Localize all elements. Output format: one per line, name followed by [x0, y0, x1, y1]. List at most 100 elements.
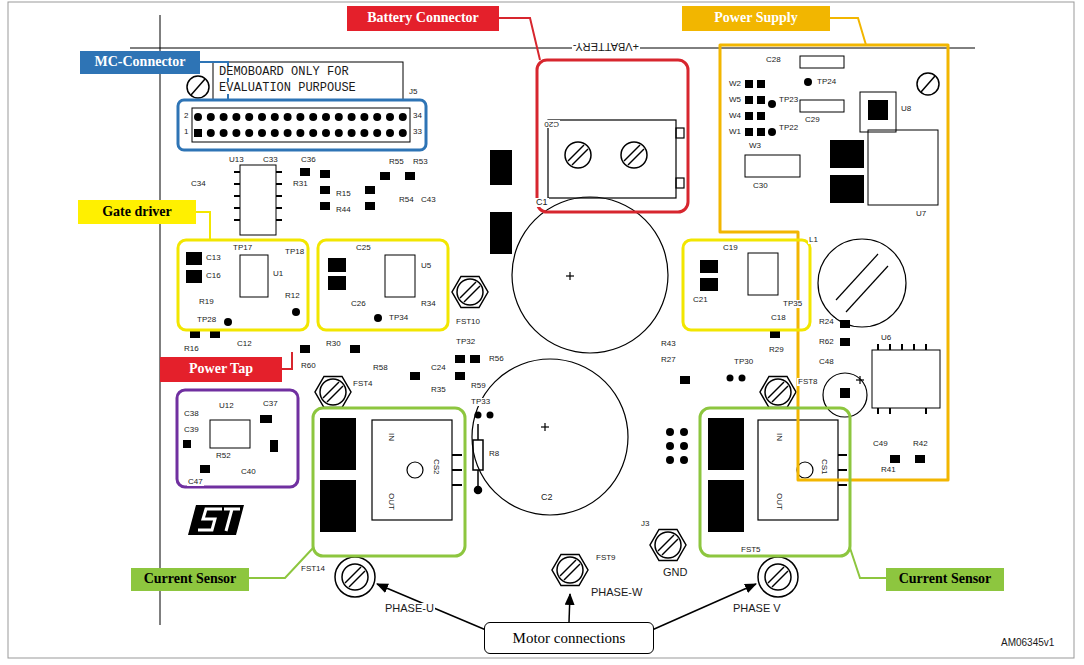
region-outline: [683, 240, 810, 330]
current-sensor-part: [320, 418, 847, 532]
part-name: J3: [640, 520, 650, 528]
power-parts: [830, 175, 864, 203]
ic-outline: [800, 100, 844, 112]
test-point: [680, 456, 688, 464]
battery-connector-body: [548, 120, 676, 198]
part-name: U7: [915, 210, 927, 218]
current-sensor-part: [320, 480, 356, 532]
part-name: 2: [183, 112, 189, 120]
part-name: C37: [262, 400, 279, 408]
ic-pins: [276, 171, 282, 173]
capacitor-pad: [840, 388, 850, 398]
part-name: C12: [236, 340, 253, 348]
callout-text: Power Supply: [714, 10, 797, 25]
test-point: [666, 428, 674, 436]
part-name: C47: [187, 478, 204, 486]
part-name: C16: [205, 272, 222, 280]
ic-pins: [234, 171, 240, 173]
pin-header: [220, 113, 228, 121]
current-sensor-part: [452, 484, 462, 486]
smd-parts: [365, 186, 375, 194]
ic-pins: [234, 219, 240, 221]
part-name: R55: [388, 158, 405, 166]
pin-header: [232, 113, 240, 121]
ic-pins: [234, 207, 240, 209]
power-parts: [757, 80, 765, 88]
ic-pins: [234, 195, 240, 197]
electrolytic-capacitor: [544, 423, 545, 431]
mounting-hole: [191, 79, 205, 95]
pin-header: [386, 129, 394, 137]
power-parts: [745, 80, 753, 88]
part-name: R27: [660, 356, 677, 364]
pin-header: [194, 113, 407, 137]
part-name: 1: [183, 128, 189, 136]
callout-tag: Gate driver: [78, 200, 196, 224]
region-outline: [720, 45, 948, 480]
part-name: R24: [818, 318, 835, 326]
pin-header: [399, 113, 407, 121]
current-sensor-part: [407, 462, 423, 478]
inductor: [818, 239, 906, 327]
smd-parts: [470, 355, 480, 363]
pin-header: [271, 113, 279, 121]
terminal-label: PHASE-U: [384, 603, 435, 614]
callout-text: Current Sensor: [144, 571, 237, 586]
part-name: C39: [183, 426, 200, 434]
part-name: C48: [818, 358, 835, 366]
smd-parts: [200, 465, 210, 473]
callout-text: Power Tap: [189, 361, 253, 376]
region-outline: [313, 408, 465, 556]
leader-line: [196, 212, 210, 240]
part-name: U1: [272, 270, 284, 278]
part-name: W1: [728, 128, 742, 136]
terminal-label: PHASE-W: [590, 587, 643, 598]
part-name: TP30: [733, 358, 754, 366]
ic-pins: [276, 219, 282, 221]
part-name: TP22: [778, 124, 799, 132]
part-name: TP24: [816, 78, 837, 86]
electrolytic-capacitor: [859, 376, 860, 384]
smd-parts: [320, 186, 330, 194]
smd-parts: [186, 252, 202, 265]
ic-outline: [872, 350, 940, 408]
region-outline: [177, 390, 298, 487]
smd-parts: [270, 440, 278, 452]
pin-header: [296, 129, 304, 137]
ic-pins: [925, 344, 927, 350]
callout-tag: MC-Connector: [80, 51, 200, 74]
inductor: [818, 239, 906, 327]
smd-parts: [300, 345, 310, 353]
test-point: [292, 308, 300, 316]
part-name: R43: [660, 340, 677, 348]
ic-pins: [925, 408, 927, 414]
part-name: TP32: [455, 338, 476, 346]
screw-terminal: [760, 376, 796, 407]
mounting-hole: [187, 76, 209, 98]
pin-header: [271, 129, 279, 137]
terminal-label: GND: [662, 567, 688, 578]
smd-parts: [840, 338, 850, 346]
part-name: R44: [335, 206, 352, 214]
part-name: C21: [692, 296, 709, 304]
part-name: R41: [880, 466, 897, 474]
part-name: W3: [748, 142, 762, 150]
test-point: [666, 442, 674, 450]
current-sensor-part: [838, 484, 847, 486]
part-name: U12: [218, 402, 235, 410]
part-name: L1: [808, 236, 819, 244]
smd-parts: [490, 212, 512, 254]
ic-outline: [210, 420, 250, 448]
smd-parts: [328, 276, 346, 290]
pin-header: [322, 113, 330, 121]
smd-parts: [260, 415, 272, 423]
power-parts: [830, 140, 864, 168]
board-edge: [130, 15, 975, 625]
part-name: AM06345v1: [1000, 638, 1055, 648]
power-parts: [804, 78, 812, 86]
smd-parts: [320, 170, 330, 178]
leader-line: [196, 18, 886, 578]
screw-terminal: [650, 529, 686, 560]
part-name: IN: [775, 432, 783, 442]
ic-outline: [748, 253, 778, 295]
